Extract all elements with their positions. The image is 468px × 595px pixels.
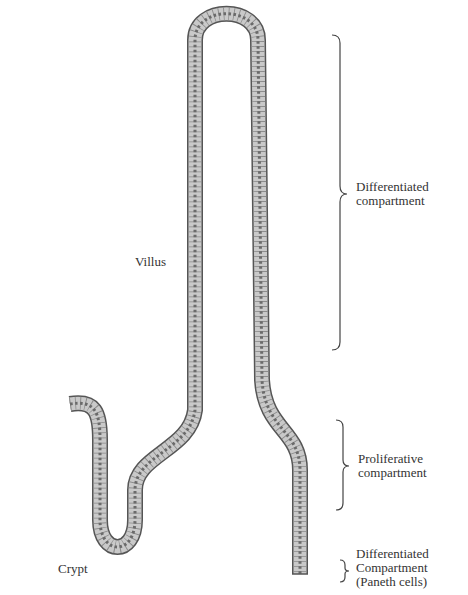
cell-borders [70,14,300,574]
bracket [332,35,347,350]
epithelium-fill [70,14,300,574]
nuclei [70,14,300,574]
bracket [340,560,349,582]
compartment-label: Proliferative compartment [358,452,463,480]
epithelium-outline [70,14,300,574]
bracket [336,420,349,510]
cut-end [292,573,308,575]
compartment-label: Differentiated compartment [356,180,461,208]
part-label: Villus [135,255,205,269]
compartment-label: Differentiated Compartment (Paneth cells… [356,547,456,589]
part-label: Crypt [58,562,118,576]
